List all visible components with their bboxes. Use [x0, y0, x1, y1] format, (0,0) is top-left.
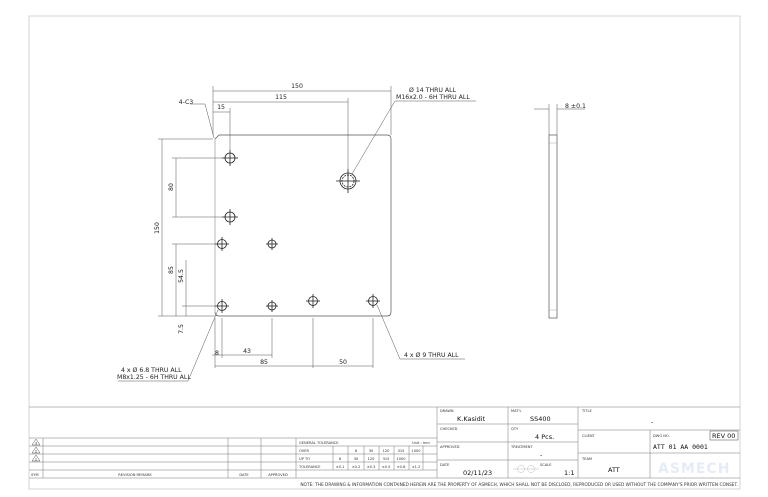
holes: [215, 150, 380, 313]
date-value: 02/11/23: [463, 469, 492, 477]
over-cell: 120: [383, 449, 391, 453]
tolerance-unit: Unit : mm: [412, 441, 430, 445]
dim-80: 80: [168, 183, 175, 191]
over-cell: 6: [355, 449, 358, 453]
treatment-value: -: [540, 451, 543, 459]
through-hole-2: [266, 300, 278, 312]
title-block: [29, 406, 740, 479]
rev-date-label: DATE: [239, 473, 249, 477]
revision-triangle-3: [31, 438, 41, 446]
tol-cell: ±0.2: [352, 465, 361, 469]
dim-chamfer: 4-C3: [179, 99, 193, 106]
tolerance-header: GENERAL TOLERANCE: [299, 441, 339, 445]
revision-sym-2: 2: [35, 450, 37, 454]
footer-note: NOTE: THE DRAWING & INFORMATION CONTAINE…: [300, 482, 738, 488]
scale-label: SCALE: [540, 463, 552, 467]
tapped-hole-2: [222, 209, 238, 225]
title-value: -: [651, 418, 654, 426]
dim-7-5: 7.5: [178, 324, 185, 334]
revision-rows: [31, 438, 41, 462]
treatment-label: TREATMENT: [510, 445, 533, 449]
callout-big-hole-1: Ø 14 THRU ALL: [409, 86, 457, 94]
dim-150-top: 150: [291, 83, 303, 90]
over-cell: 1000: [411, 449, 421, 453]
tolerance-label: TOLERANCE: [298, 465, 321, 469]
side-view: [534, 104, 585, 319]
rev-remark-label: REVISION REMARK: [118, 473, 152, 477]
drawn-value: K.Kasidit: [457, 415, 486, 423]
over-label: OVER: [299, 449, 309, 453]
tapped-hole-1: [222, 150, 238, 166]
tapped-hole-4: [215, 299, 229, 313]
qty-value: 4 Pcs.: [535, 433, 554, 441]
revision-triangle-1: [31, 454, 41, 462]
tol-upto-row: 6 30 120 315 1000: [339, 457, 406, 461]
rev-approved-label: APPROVED: [268, 473, 288, 477]
mat-value: SS400: [530, 415, 551, 423]
through-hole-3: [306, 294, 320, 308]
callout-big-hole-2: M16x2.0 - 6H THRU ALL: [396, 94, 470, 101]
client-label: CLIENT: [582, 434, 596, 438]
dwg-label: DWG NO.: [653, 434, 670, 438]
dim-50: 50: [339, 359, 347, 366]
dim-43: 43: [243, 348, 251, 355]
dim-150-left: 150: [154, 222, 161, 234]
tol-cell: ±1.2: [412, 465, 421, 469]
drawn-label: DRAWN: [440, 409, 454, 413]
sheet-border: [28, 15, 741, 490]
large-hole: [336, 169, 360, 193]
rev-sym-label: SYM: [31, 473, 39, 477]
over-cell: 315: [398, 449, 405, 453]
callout-right-holes: 4 x Ø 9 THRU ALL: [404, 351, 459, 359]
through-hole-4: [366, 294, 380, 308]
tol-over-row: 6 30 120 315 1000: [355, 449, 421, 453]
upto-label: UP TO: [299, 457, 310, 461]
upto-cell: 30: [354, 457, 359, 461]
date-label: DATE: [440, 463, 450, 467]
upto-cell: 315: [383, 457, 390, 461]
tol-cell: ±0.5: [382, 465, 391, 469]
title-block-texts: DRAWN K.Kasidit CHECKED APPROVED DATE 02…: [31, 409, 735, 477]
qty-label: QTY: [511, 427, 519, 431]
revision-sym-1: 1: [35, 458, 37, 462]
callout-left-holes-1: 4 x Ø 6.8 THRU ALL: [121, 366, 182, 374]
tol-value-row: ±0.1 ±0.2 ±0.3 ±0.5 ±0.8 ±1.2: [336, 465, 421, 469]
revision-triangle-2: [31, 446, 41, 454]
dim-54-5: 54.5: [178, 269, 185, 283]
over-cell: 30: [369, 449, 374, 453]
scale-value: 1:1: [564, 469, 574, 477]
tol-cell: ±0.3: [367, 465, 376, 469]
tol-cell: ±0.8: [397, 465, 406, 469]
dim-85-left: 85: [168, 266, 175, 274]
mat-label: MAT'L: [511, 409, 521, 413]
dimension-lines: [118, 86, 476, 382]
tol-cell: ±0.1: [336, 465, 345, 469]
upto-cell: 6: [339, 457, 342, 461]
team-label: TEAM: [581, 457, 592, 461]
revision-sym-3: 3: [35, 442, 37, 446]
checked-label: CHECKED: [440, 427, 458, 431]
upto-cell: 1000: [396, 457, 406, 461]
title-label: TITLE: [581, 409, 592, 413]
dim-15: 15: [217, 104, 225, 111]
dim-8: 8: [215, 350, 219, 357]
dim-115: 115: [275, 94, 287, 101]
rev-value: REV 00: [712, 432, 735, 440]
plate-outline: [214, 134, 392, 317]
through-hole-1: [266, 238, 278, 250]
upto-cell: 120: [368, 457, 376, 461]
callout-left-holes-2: M8x1.25 - 6H THRU ALL: [117, 374, 191, 381]
asmech-logo: ASMECH: [658, 461, 730, 477]
dwg-value: ATT 01 AA 0001: [653, 443, 708, 451]
team-value: ATT: [608, 466, 620, 474]
approved-label: APPROVED: [440, 445, 460, 449]
front-view: [214, 134, 392, 317]
dim-thickness: 8 ±0.1: [565, 103, 586, 110]
dimension-texts: 150 115 15 4-C3 150 80 85 54.5 7.5 8 43 …: [117, 83, 470, 381]
tapped-hole-3: [215, 237, 229, 251]
dim-85-bottom: 85: [260, 359, 268, 366]
